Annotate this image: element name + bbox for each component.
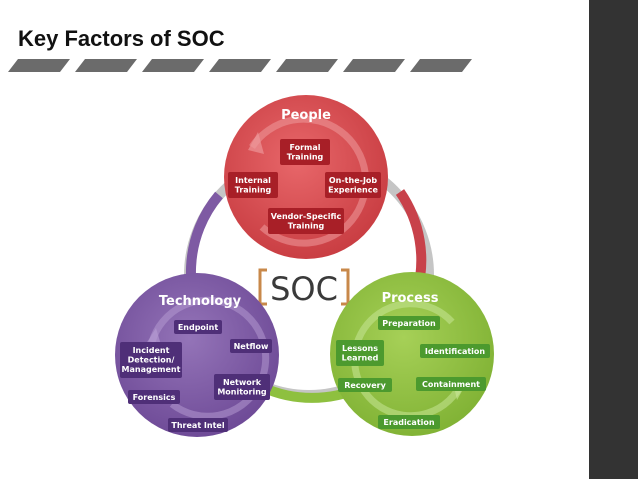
technology-item-threat-intel: Threat Intel bbox=[168, 418, 228, 432]
process-title: Process bbox=[382, 291, 439, 306]
technology-item-label-line: Management bbox=[122, 365, 181, 374]
svg-text:Netflow: Netflow bbox=[234, 342, 269, 351]
svg-text:Threat Intel: Threat Intel bbox=[171, 421, 224, 430]
stripe-segment bbox=[209, 59, 271, 72]
technology-title: Technology bbox=[159, 294, 242, 309]
process-item-preparation: Preparation bbox=[378, 316, 440, 330]
process-item-eradication: Eradication bbox=[378, 415, 440, 429]
soc-text: SOC bbox=[270, 270, 338, 308]
title-stripe-divider bbox=[8, 59, 472, 72]
process-item-label: Identification bbox=[425, 347, 486, 356]
svg-text:Recovery: Recovery bbox=[344, 381, 386, 390]
soc-bracket-left bbox=[258, 268, 267, 306]
right-sidebar-panel bbox=[589, 0, 638, 479]
technology-item-label: Forensics bbox=[133, 393, 176, 402]
stripe-segment bbox=[410, 59, 472, 72]
people-item-label-line: Training bbox=[287, 153, 324, 162]
process-item-label: Eradication bbox=[383, 418, 434, 427]
technology-item-label: Threat Intel bbox=[171, 421, 224, 430]
slide-title: Key Factors of SOC bbox=[18, 26, 225, 51]
process-item-label-line: Learned bbox=[342, 354, 379, 363]
people-item-label-line: Training bbox=[288, 222, 325, 231]
technology-item-forensics: Forensics bbox=[128, 390, 180, 404]
svg-text:Endpoint: Endpoint bbox=[178, 323, 219, 332]
technology-item-label: Netflow bbox=[234, 342, 269, 351]
people-item-label-line: Experience bbox=[328, 186, 378, 195]
svg-text:Preparation: Preparation bbox=[382, 319, 436, 328]
people-item-label: Formal bbox=[289, 143, 320, 152]
stripe-segment bbox=[142, 59, 204, 72]
process-item-identification: Identification bbox=[420, 344, 490, 358]
technology-item-netflow: Netflow bbox=[230, 339, 272, 353]
people-item-label: Internal bbox=[235, 176, 271, 185]
svg-text:Eradication: Eradication bbox=[383, 418, 434, 427]
technology-item-label: Endpoint bbox=[178, 323, 219, 332]
stripe-segment bbox=[276, 59, 338, 72]
people-item-label-line: Training bbox=[235, 186, 272, 195]
stripe-segment bbox=[75, 59, 137, 72]
process-item-label: Containment bbox=[422, 380, 480, 389]
technology-item-label: Incident bbox=[133, 346, 170, 355]
people-title: People bbox=[281, 108, 331, 123]
people-item-label: On-the-Job bbox=[329, 176, 378, 185]
svg-text:Identification: Identification bbox=[425, 347, 486, 356]
svg-text:Containment: Containment bbox=[422, 380, 480, 389]
process-cycle-arrow bbox=[351, 300, 466, 420]
process-item-label: Preparation bbox=[382, 319, 436, 328]
technology-item-label-line: Detection/ bbox=[128, 356, 175, 365]
process-item-label: Lessons bbox=[342, 344, 378, 353]
people-item-label: Vendor-Specific bbox=[271, 212, 342, 221]
stripe-segment bbox=[8, 59, 70, 72]
technology-item-label-line: Monitoring bbox=[217, 388, 267, 397]
technology-item-label: Network bbox=[223, 378, 262, 387]
people-arrow-head bbox=[248, 132, 264, 154]
svg-text:Forensics: Forensics bbox=[133, 393, 176, 402]
soc-center-label: SOC bbox=[258, 268, 350, 308]
process-item-recovery: Recovery bbox=[338, 378, 392, 392]
process-item-containment: Containment bbox=[416, 377, 486, 391]
stripe-segment bbox=[343, 59, 405, 72]
technology-item-endpoint: Endpoint bbox=[174, 320, 222, 334]
soc-bracket-right bbox=[341, 268, 350, 306]
process-item-label: Recovery bbox=[344, 381, 386, 390]
